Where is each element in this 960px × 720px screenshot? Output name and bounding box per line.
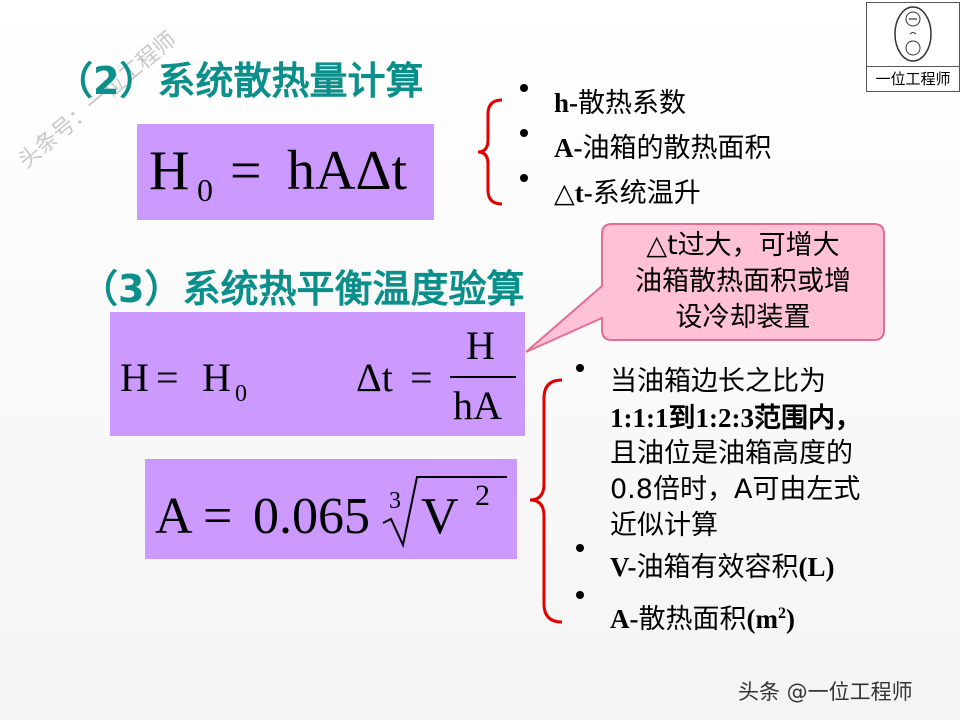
bullet-condition: 当油箱边长之比为 1:1:1到1:2:3范围内， 且油位是油箱高度的 0.8倍时…	[572, 364, 862, 544]
area-lhs: A	[155, 488, 193, 545]
formula-lhs: H	[149, 140, 190, 202]
watermark-footer: 头条 @一位工程师	[738, 680, 913, 704]
balance-subscript: 0	[235, 381, 247, 407]
bullet-a: A-油箱的散热面积	[516, 129, 772, 174]
bullet-h: h-散热系数	[516, 84, 772, 129]
formula-area: A = 0.065 3 V 2	[145, 459, 517, 559]
logo-label: 一位工程师	[867, 66, 959, 91]
fraction-bar	[450, 376, 516, 378]
fraction-numerator: H	[466, 323, 495, 368]
bullet-list-section-2: h-散热系数 A-油箱的散热面积 △t-系统温升	[516, 84, 772, 219]
callout-text: △t过大，可增大 油箱散热面积或增 设冷却装置	[635, 230, 851, 333]
bullet-list-section-3: 当油箱边长之比为 1:1:1到1:2:3范围内， 且油位是油箱高度的 0.8倍时…	[572, 364, 862, 643]
radical-sign-icon	[382, 476, 507, 549]
area-equals: =	[203, 488, 233, 545]
logo: 一位工程师	[866, 2, 960, 92]
section-3-title: （3）系统热平衡温度验算	[80, 267, 525, 311]
formula-heat-dissipation: H 0 = hAΔt	[137, 124, 434, 220]
logo-emblem-icon	[894, 6, 932, 62]
formula-heat-balance: H = H 0 Δt = H hA	[110, 312, 525, 436]
balance-equals: =	[156, 355, 179, 400]
bullet-delta-t: △t-系统温升	[516, 174, 772, 219]
balance-lhs: H	[120, 355, 149, 400]
root-index: 3	[389, 488, 401, 514]
brace-icon	[477, 98, 503, 206]
bullet-volume: V-油箱有效容积(L)	[572, 544, 862, 591]
formula-rhs: hAΔt	[287, 140, 408, 202]
bullet-area: A-散热面积(m2)	[572, 591, 862, 643]
section-2-title: （2）系统散热量计算	[55, 59, 424, 103]
callout-bubble	[525, 223, 885, 353]
area-variable: V	[421, 488, 459, 545]
area-coefficient: 0.065	[253, 488, 370, 545]
formula-subscript: 0	[197, 172, 213, 208]
delta-t-lhs: Δt	[356, 355, 393, 400]
brace-icon-2	[529, 378, 563, 624]
formula-equals: =	[230, 140, 262, 202]
area-exponent: 2	[475, 479, 490, 512]
fraction-denominator: hA	[453, 383, 502, 428]
delta-t-equals: =	[410, 355, 433, 400]
balance-rhs: H	[202, 355, 231, 400]
